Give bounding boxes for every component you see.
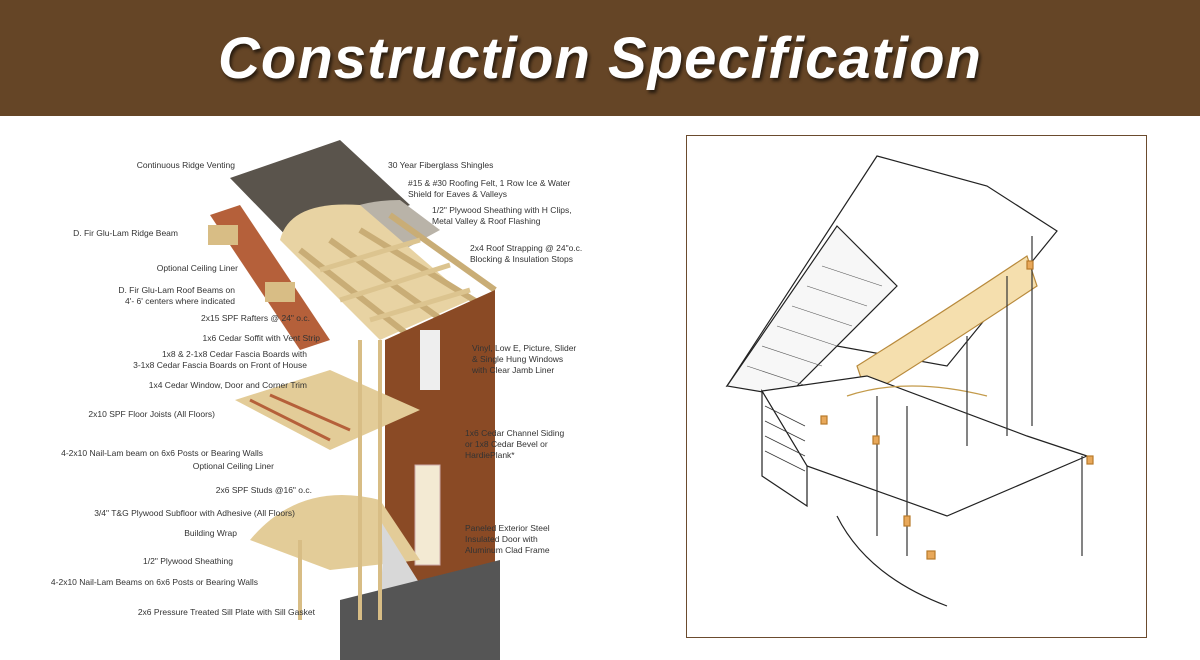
label-studs: 2x6 SPF Studs @16" o.c. — [215, 485, 312, 495]
label-ridge-venting: Continuous Ridge Venting — [136, 160, 235, 170]
label-building-wrap: Building Wrap — [184, 528, 237, 538]
shingle-lines — [746, 265, 883, 387]
roof-beam — [265, 282, 295, 302]
label-ceiling-liner: Optional Ceiling Liner — [156, 263, 238, 273]
label-roof-beams: D. Fir Glu-Lam Roof Beams on 4'- 6' cent… — [118, 285, 235, 306]
label-door: Paneled Exterior Steel Insulated Door wi… — [465, 523, 550, 555]
studs — [298, 340, 382, 620]
label-floor-joists: 2x10 SPF Floor Joists (All Floors) — [88, 409, 215, 419]
framing-line-drawing — [725, 155, 1094, 607]
label-siding: 1x6 Cedar Channel Siding or 1x8 Cedar Be… — [465, 428, 565, 460]
siding-lines — [764, 405, 806, 472]
label-nail-lam-beam-upper: 4-2x10 Nail-Lam beam on 6x6 Posts or Bea… — [61, 448, 263, 458]
label-shingles: 30 Year Fiberglass Shingles — [388, 160, 494, 170]
curved-beam — [846, 385, 988, 397]
label-soffit: 1x6 Cedar Soffit with Vent Strip — [202, 333, 321, 343]
label-sill-plate: 2x6 Pressure Treated Sill Plate with Sil… — [137, 607, 315, 617]
door — [414, 464, 441, 566]
curved-cut — [836, 515, 948, 607]
label-subfloor: 3/4" T&G Plywood Subfloor with Adhesive … — [94, 508, 295, 518]
lower-floor — [250, 495, 420, 570]
label-windows: Vinyl, Low E, Picture, Slider & Single H… — [472, 343, 577, 375]
label-nail-lam-beams-lower: 4-2x10 Nail-Lam Beams on 6x6 Posts or Be… — [50, 577, 258, 587]
ridge-beam — [208, 225, 238, 245]
foundation — [340, 560, 500, 660]
floor-deck — [761, 375, 1089, 517]
label-roof-strapping: 2x4 Roof Strapping @ 24"o.c. Blocking & … — [470, 243, 583, 264]
label-ceiling-liner-lower: Optional Ceiling Liner — [192, 461, 274, 471]
upper-floor — [235, 370, 420, 450]
blocking-marks — [820, 260, 1094, 560]
insulation-batt — [856, 255, 1038, 397]
label-fascia: 1x8 & 2-1x8 Cedar Fascia Boards with 3-1… — [133, 349, 307, 370]
header-banner: Construction Specification — [0, 0, 1200, 116]
label-ridge-beam: D. Fir Glu-Lam Ridge Beam — [73, 228, 178, 238]
label-plywood-wall: 1/2" Plywood Sheathing — [143, 556, 233, 566]
label-roofing-felt: #15 & #30 Roofing Felt, 1 Row Ice & Wate… — [408, 178, 571, 199]
page-title: Construction Specification — [218, 25, 982, 91]
side-wall — [761, 388, 808, 508]
label-trim: 1x4 Cedar Window, Door and Corner Trim — [148, 380, 307, 390]
construction-cutaway-diagram: Continuous Ridge Venting 30 Year Fibergl… — [0, 116, 660, 660]
label-plywood-sheathing: 1/2" Plywood Sheathing with H Clips, Met… — [432, 205, 572, 226]
cutaway-illustration — [208, 140, 500, 660]
line-drawing-frame — [686, 135, 1147, 638]
ceiling-liner — [210, 205, 330, 350]
label-rafters: 2x15 SPF Rafters @ 24" o.c. — [201, 313, 310, 323]
window — [420, 330, 440, 390]
